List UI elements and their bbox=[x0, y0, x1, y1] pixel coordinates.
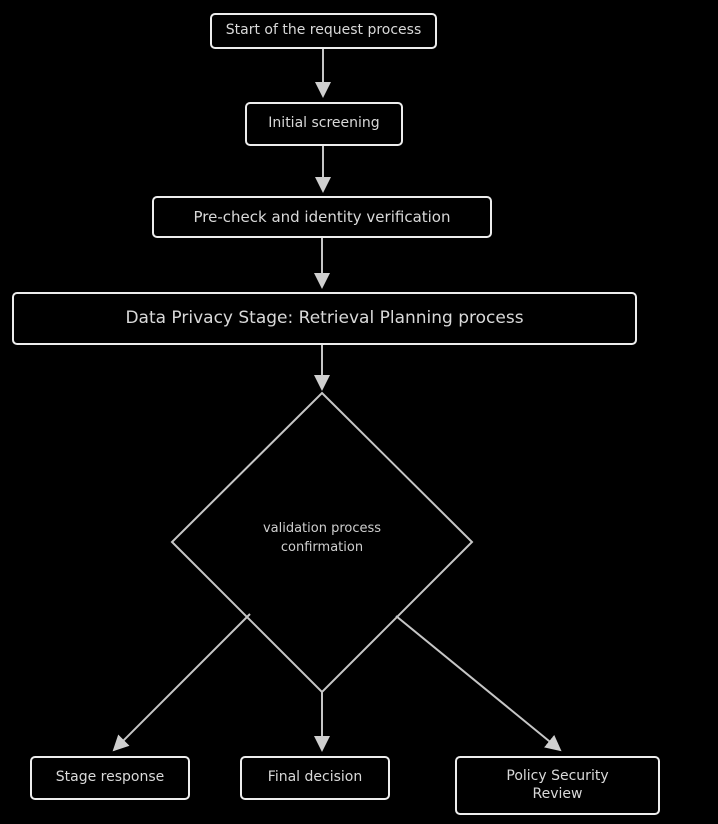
node-outcome-center-label: Final decision bbox=[267, 769, 363, 786]
node-start: Start of the request process bbox=[210, 13, 437, 49]
node-outcome-left: Stage response bbox=[30, 756, 190, 800]
node-outcome-center: Final decision bbox=[240, 756, 390, 800]
node-privacy-stage: Data Privacy Stage: Retrieval Planning p… bbox=[12, 292, 637, 345]
node-privacy-stage-label: Data Privacy Stage: Retrieval Planning p… bbox=[125, 307, 524, 328]
connector-decision-to-outcome-right bbox=[395, 615, 562, 752]
node-verification: Pre-check and identity verification bbox=[152, 196, 492, 238]
decision-label-line2: confirmation bbox=[280, 539, 364, 555]
node-outcome-right-line2: Review bbox=[532, 785, 583, 802]
node-start-label: Start of the request process bbox=[225, 22, 422, 39]
node-outcome-right: Policy Security Review bbox=[455, 756, 660, 815]
node-screening: Initial screening bbox=[245, 102, 403, 146]
node-verification-label: Pre-check and identity verification bbox=[193, 207, 451, 226]
node-outcome-left-label: Stage response bbox=[55, 769, 165, 786]
node-screening-label: Initial screening bbox=[268, 115, 380, 132]
decision-label-line1: validation process bbox=[262, 521, 382, 536]
connector-decision-to-outcome-left bbox=[112, 613, 251, 752]
node-outcome-right-line1: Policy Security bbox=[506, 768, 609, 784]
node-decision-label: validation process confirmation bbox=[222, 520, 422, 558]
